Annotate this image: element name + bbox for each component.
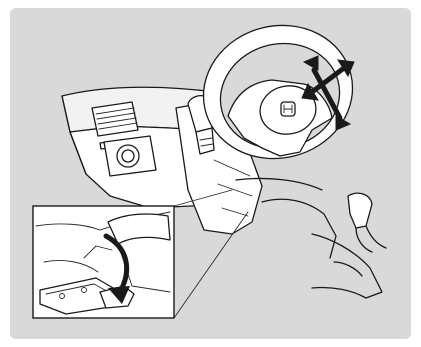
- dash-knob-panel: [104, 136, 156, 176]
- air-vent: [92, 102, 138, 136]
